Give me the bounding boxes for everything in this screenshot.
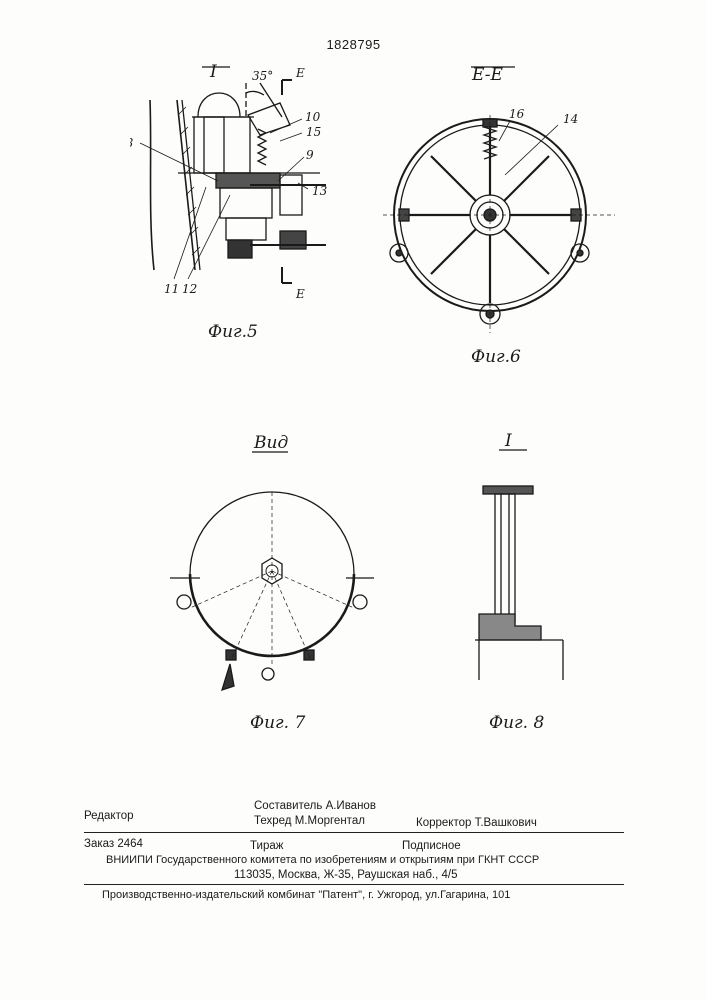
colophon-rule-bottom [84, 884, 624, 885]
figure-7: Вид Фиг. 7 [160, 428, 390, 738]
address-line: 113035, Москва, Ж-35, Раушская наб., 4/5 [234, 868, 457, 883]
fig6-caption: Фиг.6 [471, 347, 521, 367]
figure-6: E-E 16 14 Фиг.6 [375, 55, 625, 370]
fig8-title: I [504, 431, 512, 451]
fig5-part-9: 9 [306, 148, 314, 162]
techred-line: Техред М.Моргентал [254, 814, 365, 829]
fig5-part-15: 15 [306, 125, 321, 139]
fig5-section-bottom: E [295, 287, 305, 301]
fig5-view-label: I [209, 62, 217, 82]
fig5-caption: Фиг.5 [208, 322, 258, 342]
fig6-title: E-E [471, 65, 503, 85]
editor-label: Редактор [84, 809, 134, 824]
institute-line: ВНИИПИ Государственного комитета по изоб… [106, 853, 539, 868]
fig5-part-13: 13 [312, 184, 328, 198]
fig5-part-10: 10 [305, 110, 321, 124]
corrector-line: Корректор Т.Вашкович [416, 816, 537, 831]
subscription-label: Подписное [402, 839, 461, 854]
publisher-line: Производственно-издательский комбинат "П… [102, 888, 510, 903]
fig8-caption: Фиг. 8 [489, 713, 544, 733]
fig7-caption: Фиг. 7 [250, 713, 305, 733]
fig5-section-top: E [295, 66, 305, 80]
patent-number: 1828795 [0, 37, 707, 52]
compiler-line: Составитель А.Иванов [254, 799, 376, 814]
fig5-part-12: 12 [182, 282, 197, 296]
fig5-part-11: 11 [164, 282, 179, 296]
fig5-angle-label: 35° [252, 69, 273, 83]
fig6-part-16: 16 [509, 107, 525, 121]
order-label: Заказ 2464 [84, 837, 143, 852]
fig7-title: Вид [253, 433, 288, 453]
circulation-label: Тираж [250, 839, 283, 854]
figure-5: I 35° E E 10 15 9 13 18 11 12 Фиг.5 [130, 55, 370, 355]
fig6-part-14: 14 [563, 112, 578, 126]
fig5-part-18: 18 [130, 136, 134, 150]
colophon-rule-top [84, 832, 624, 833]
figure-8: I Фиг. 8 [455, 428, 585, 738]
